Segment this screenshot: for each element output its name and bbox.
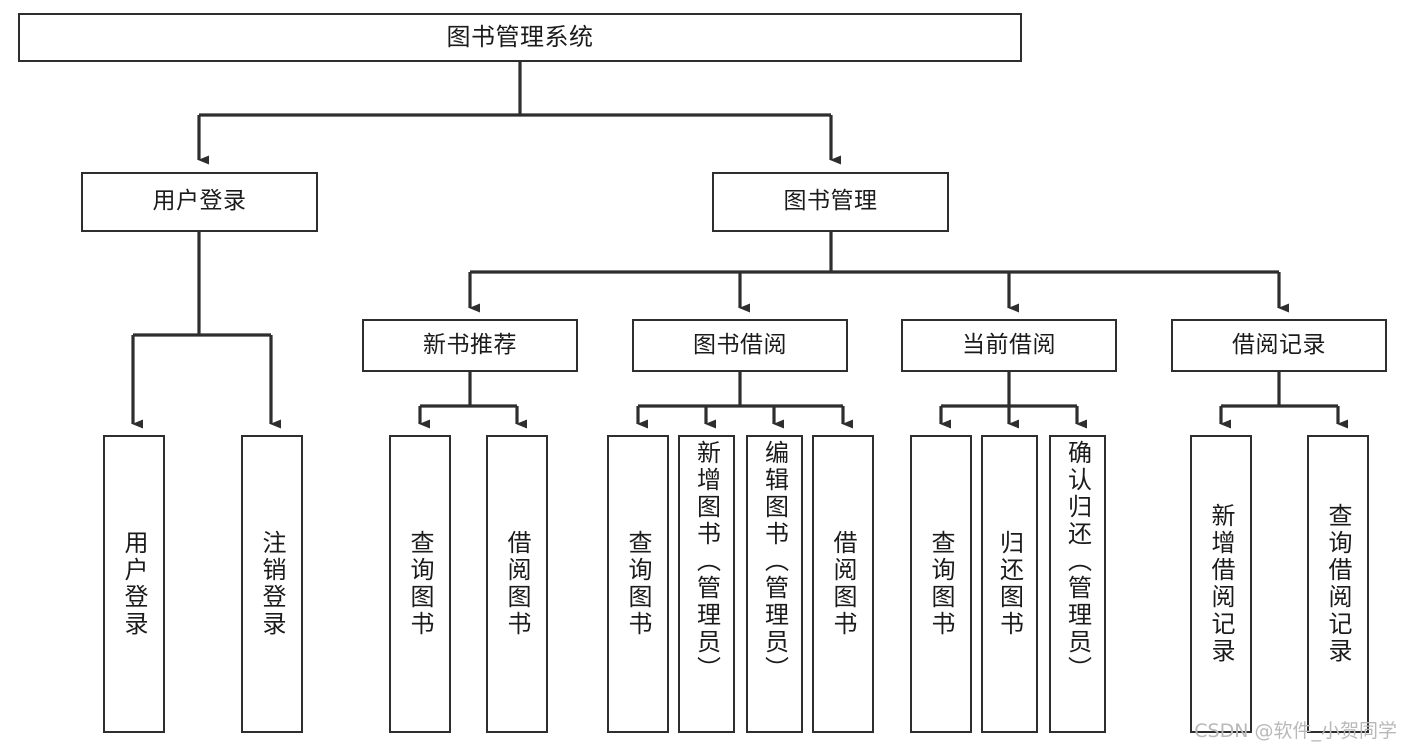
node-user-login[interactable]: 用户登录: [81, 172, 318, 232]
node-leaf-edit-book-admin[interactable]: 编辑图书（管理员）: [746, 435, 803, 733]
node-leaf-logout-login-label: 注销登录: [258, 530, 286, 638]
node-leaf-user-login-label: 用户登录: [120, 530, 148, 638]
node-leaf-query-book-borrow-label: 查询图书: [624, 530, 652, 638]
node-new-book-recommend[interactable]: 新书推荐: [362, 319, 578, 372]
node-leaf-confirm-return-admin-label: 确认归还（管理员）: [1063, 440, 1092, 683]
node-borrow-record-label: 借阅记录: [1232, 331, 1326, 358]
node-root-label: 图书管理系统: [446, 23, 594, 52]
node-leaf-add-borrow-record-label: 新增借阅记录: [1207, 503, 1235, 665]
node-leaf-confirm-return-admin[interactable]: 确认归还（管理员）: [1049, 435, 1106, 733]
node-leaf-edit-book-admin-label: 编辑图书（管理员）: [760, 440, 789, 683]
node-leaf-query-book-current-label: 查询图书: [927, 530, 955, 638]
node-leaf-borrow-book-borrow[interactable]: 借阅图书: [812, 435, 874, 733]
node-book-borrow[interactable]: 图书借阅: [632, 319, 848, 372]
node-leaf-user-login[interactable]: 用户登录: [103, 435, 165, 733]
node-leaf-return-book-label: 归还图书: [995, 530, 1024, 638]
node-user-login-label: 用户登录: [152, 188, 247, 215]
node-leaf-return-book[interactable]: 归还图书: [981, 435, 1038, 733]
node-leaf-add-book-admin-label: 新增图书（管理员）: [692, 440, 721, 683]
node-leaf-query-borrow-record[interactable]: 查询借阅记录: [1307, 435, 1369, 733]
node-leaf-borrow-book-borrow-label: 借阅图书: [829, 530, 857, 638]
node-leaf-query-book-recommend-label: 查询图书: [406, 530, 434, 638]
node-leaf-borrow-book-recommend-label: 借阅图书: [503, 530, 531, 638]
node-borrow-record[interactable]: 借阅记录: [1171, 319, 1387, 372]
node-leaf-borrow-book-recommend[interactable]: 借阅图书: [486, 435, 548, 733]
node-leaf-query-book-recommend[interactable]: 查询图书: [389, 435, 451, 733]
node-book-borrow-label: 图书借阅: [693, 331, 787, 358]
node-leaf-logout-login[interactable]: 注销登录: [241, 435, 303, 733]
node-leaf-query-book-borrow[interactable]: 查询图书: [607, 435, 669, 733]
node-leaf-add-borrow-record[interactable]: 新增借阅记录: [1190, 435, 1252, 733]
node-leaf-add-book-admin[interactable]: 新增图书（管理员）: [678, 435, 735, 733]
node-book-management-label: 图书管理: [783, 188, 878, 215]
node-new-book-recommend-label: 新书推荐: [423, 331, 517, 358]
node-current-borrow-label: 当前借阅: [962, 331, 1056, 358]
node-current-borrow[interactable]: 当前借阅: [901, 319, 1117, 372]
node-leaf-query-book-current[interactable]: 查询图书: [910, 435, 972, 733]
node-book-management[interactable]: 图书管理: [712, 172, 949, 232]
node-leaf-query-borrow-record-label: 查询借阅记录: [1324, 503, 1352, 665]
csdn-watermark: CSDN @软件_小贺同学: [1194, 720, 1397, 742]
node-root-book-management-system[interactable]: 图书管理系统: [18, 13, 1022, 62]
